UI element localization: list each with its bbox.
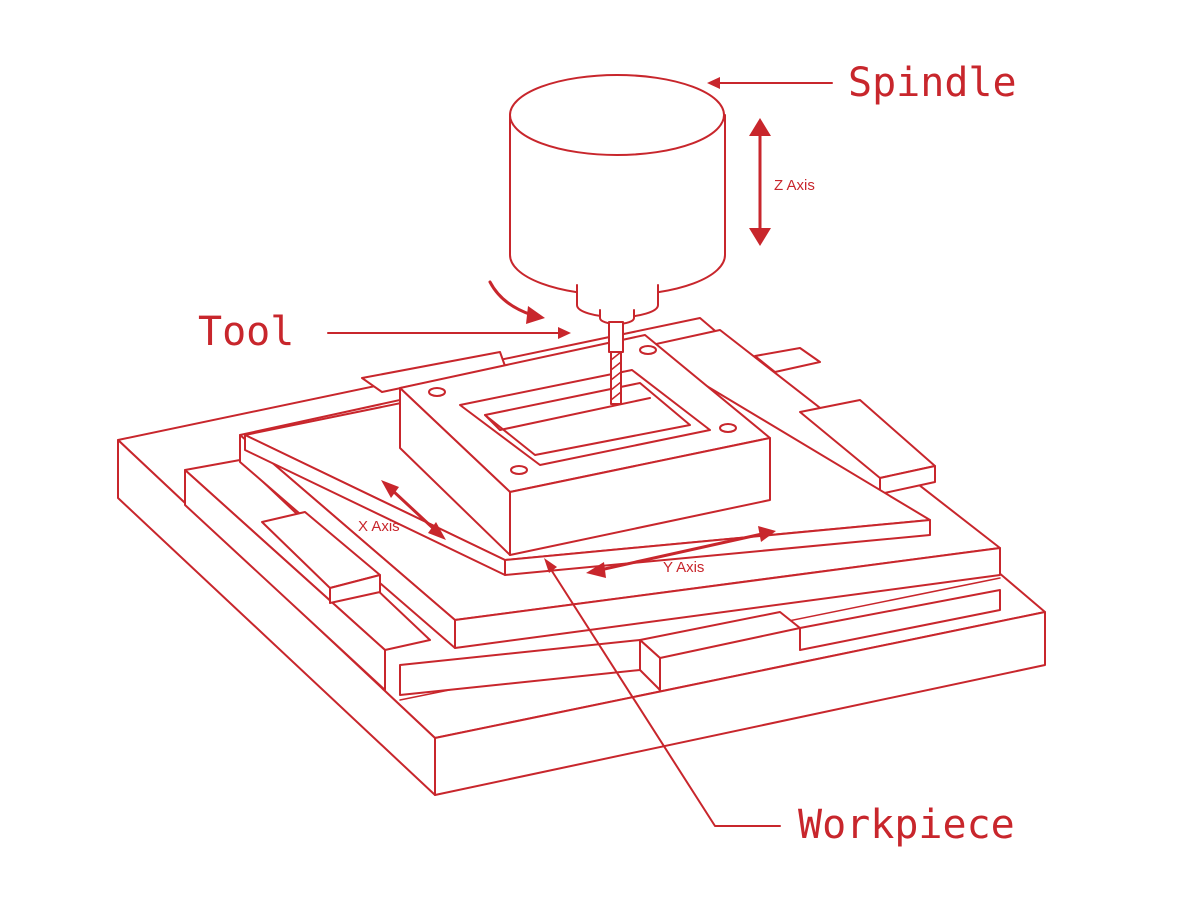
spindle-leader [707,77,833,89]
y-axis-arrow [586,526,776,578]
workpiece-leader [544,558,781,827]
workpiece-label: Workpiece [798,802,1015,848]
x-axis-label: X Axis [358,518,400,535]
rotation-arrow [488,280,545,324]
tool-label: Tool [198,309,294,355]
y-axis-label: Y Axis [663,559,704,576]
spindle-label: Spindle [848,60,1017,106]
x-axis-arrow [381,480,446,540]
tool-leader [327,327,571,339]
cutting-tool [608,321,624,405]
z-axis-label: Z Axis [774,177,815,194]
z-axis-arrow [749,118,771,246]
spindle [509,74,726,325]
workpiece [399,334,771,556]
